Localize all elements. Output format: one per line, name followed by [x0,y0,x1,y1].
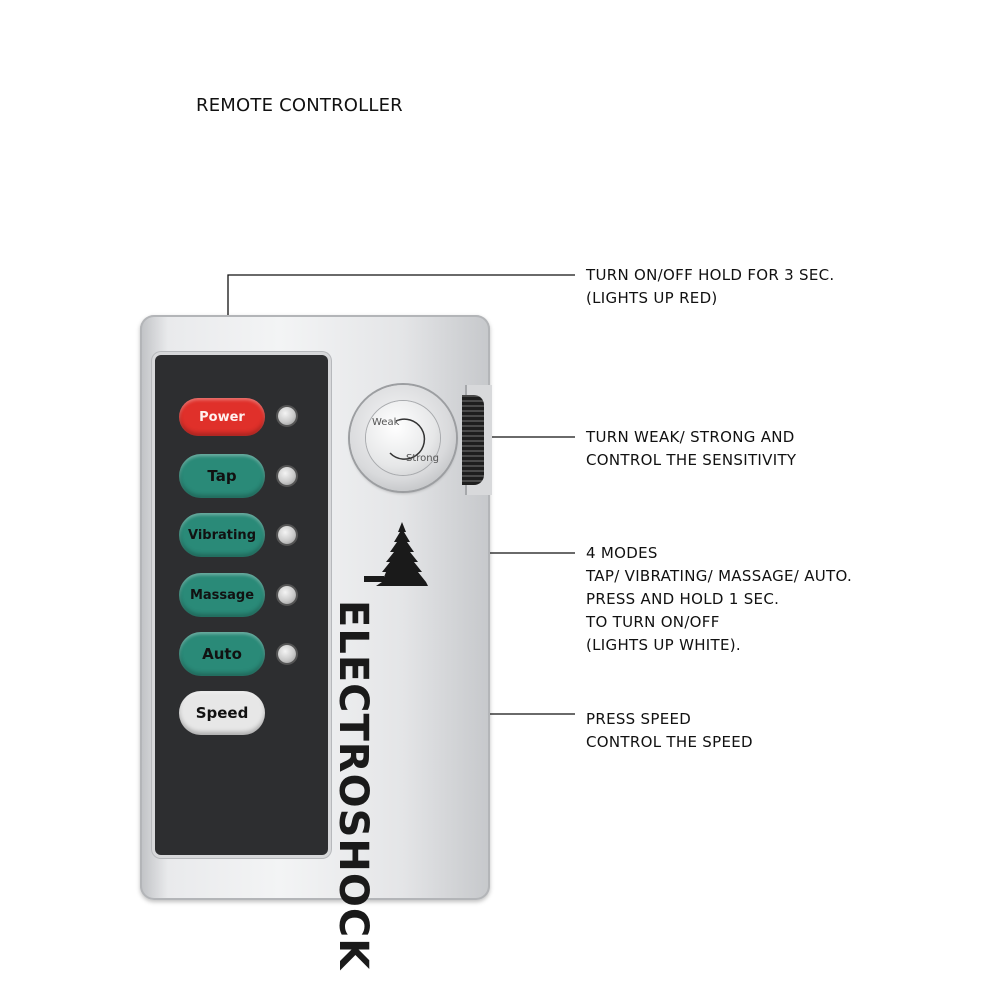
callout-dial-line1: TURN WEAK/ STRONG AND [586,428,795,446]
speed-button[interactable]: Speed [179,691,265,735]
callout-modes-line1: 4 MODES [586,544,658,562]
dial-strong-label: Strong [406,453,439,464]
callout-speed-line2: CONTROL THE SPEED [586,733,753,751]
massage-led [278,586,296,604]
tree-logo-icon [364,522,428,586]
sensitivity-dial[interactable]: Weak Strong [350,385,456,491]
power-button[interactable]: Power [179,398,265,436]
vibrating-button[interactable]: Vibrating [179,513,265,557]
sensitivity-wheel[interactable] [462,395,484,485]
callout-speed: PRESS SPEED CONTROL THE SPEED [586,708,753,754]
callout-modes: 4 MODES TAP/ VIBRATING/ MASSAGE/ AUTO. P… [586,542,852,657]
auto-led [278,645,296,663]
callout-dial: TURN WEAK/ STRONG AND CONTROL THE SENSIT… [586,426,796,472]
button-panel: Power Tap Vibrating Massage Auto Speed [155,355,328,855]
callout-power: TURN ON/OFF HOLD FOR 3 SEC. (LIGHTS UP R… [586,264,835,310]
callout-modes-line4: TO TURN ON/OFF [586,613,720,631]
auto-button[interactable]: Auto [179,632,265,676]
callout-modes-line2: TAP/ VIBRATING/ MASSAGE/ AUTO. [586,567,853,585]
callout-speed-line1: PRESS SPEED [586,710,692,728]
remote-controller: Power Tap Vibrating Massage Auto Speed W… [140,315,492,970]
brand-wordmark: ELECTROSHOCK [330,600,376,971]
callout-power-line2: (LIGHTS UP RED) [586,289,718,307]
callout-dial-line2: CONTROL THE SENSITIVITY [586,451,797,469]
diagram-title: REMOTE CONTROLLER [196,95,403,116]
tap-led [278,467,296,485]
massage-button[interactable]: Massage [179,573,265,617]
callout-power-line1: TURN ON/OFF HOLD FOR 3 SEC. [586,266,835,284]
power-led [278,407,296,425]
dial-arc-icon [389,418,426,460]
vibrating-led [278,526,296,544]
callout-modes-line5: (LIGHTS UP WHITE). [586,636,741,654]
dial-knob [366,401,440,475]
callout-modes-line3: PRESS AND HOLD 1 SEC. [586,590,780,608]
tap-button[interactable]: Tap [179,454,265,498]
dial-weak-label: Weak [372,417,400,428]
